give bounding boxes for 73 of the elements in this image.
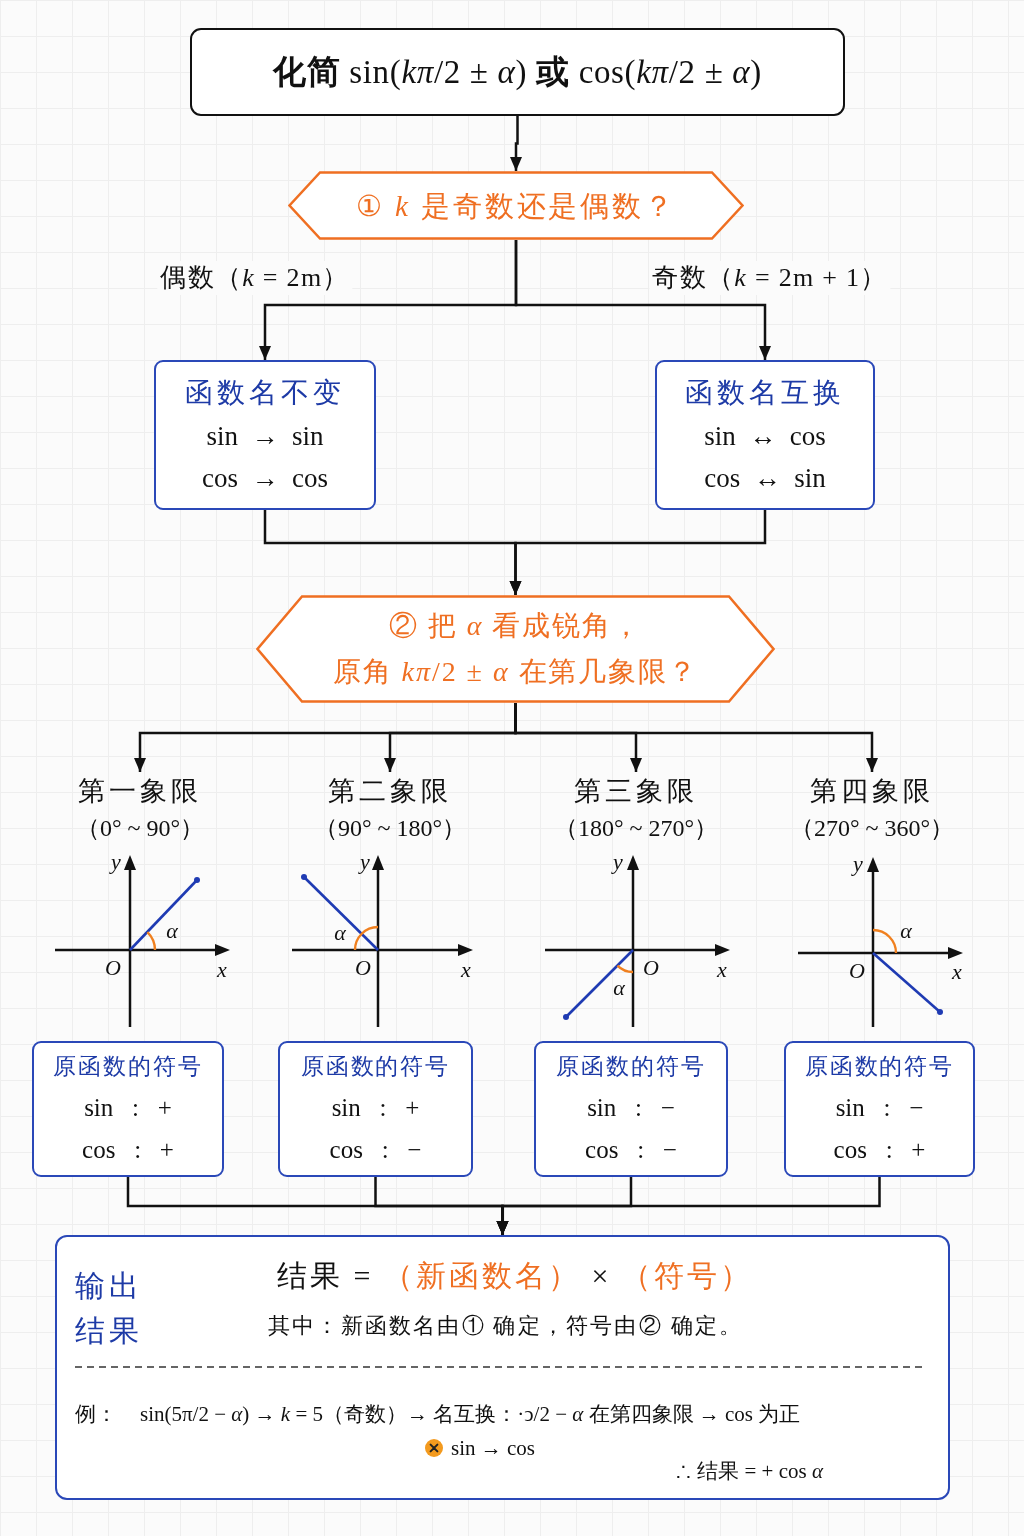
box-heading: 原函数的符号 <box>53 1053 203 1081</box>
rule-text: cos → cos <box>202 462 328 495</box>
question-text: 原角 kπ/2 ± α 在第几象限？ <box>332 655 699 689</box>
example-text: sin → cos <box>451 1435 535 1462</box>
decision-hexagon <box>256 595 775 703</box>
output-box <box>55 1235 950 1500</box>
box-heading: 函数名不变 <box>184 376 346 410</box>
start-box <box>190 28 845 116</box>
sign-rule: sin : − <box>587 1093 675 1123</box>
sign-rule: sin : + <box>84 1093 172 1123</box>
question-text: ① k 是奇数还是偶数？ <box>355 188 677 224</box>
process-box <box>655 360 875 510</box>
example-label: 例： <box>75 1401 117 1428</box>
rule-text: sin ↔ cos <box>704 420 826 453</box>
axis-label: y <box>613 851 623 873</box>
example-text: sin(5π/2 − α) → k = 5（奇数）→ 名互换：·ↄ/2 − α 在第四象限 → cos 为正 <box>140 1401 801 1428</box>
origin-label: O <box>105 957 121 979</box>
sign-box <box>784 1041 975 1177</box>
box-heading: 函数名互换 <box>684 376 846 410</box>
origin-label: O <box>643 957 659 979</box>
quadrant-title: 第四象限 <box>809 775 935 808</box>
process-box <box>154 360 376 510</box>
times-sign: × <box>591 1258 612 1294</box>
quadrant-title: 第二象限 <box>327 775 453 808</box>
formula-term: （符号） <box>621 1258 754 1294</box>
arrow <box>510 116 522 171</box>
formula-text: 结果 = <box>277 1258 374 1294</box>
box-heading: 原函数的符号 <box>556 1053 706 1081</box>
angle-label: α <box>900 920 912 942</box>
formula-term: （新函数名） <box>383 1258 582 1294</box>
axis-label: x <box>717 959 727 981</box>
axis-label: x <box>952 961 962 983</box>
arrow <box>514 703 878 772</box>
sign-rule: sin : − <box>835 1093 924 1123</box>
quadrant-title: 第三象限 <box>573 775 699 808</box>
sign-rule: sin : + <box>331 1093 420 1123</box>
axis-label: x <box>217 959 227 981</box>
sign-box <box>32 1041 224 1177</box>
rule-text: sin → sin <box>206 420 324 453</box>
sign-box <box>534 1041 728 1177</box>
angle-range: （90° ~ 180°） <box>313 814 467 843</box>
angle-label: α <box>334 922 346 944</box>
sign-rule: cos : + <box>82 1135 174 1165</box>
formula-text: 化简 sin(kπ/2 ± α) 或 cos(kπ/2 ± α) <box>273 52 762 92</box>
rule-text: cos ↔ sin <box>704 462 826 495</box>
arrow <box>496 1177 881 1235</box>
note-text: 其中：新函数名由① 确定，符号由② 确定。 <box>268 1313 744 1339</box>
quadrant-title: 第一象限 <box>77 775 203 808</box>
output-heading: 输出结果 <box>75 1268 144 1349</box>
question-text: ② 把 α 看成锐角， <box>388 609 643 643</box>
sign-rule: cos : − <box>585 1135 677 1165</box>
origin-label: O <box>849 960 865 982</box>
sign-box <box>278 1041 473 1177</box>
arrow <box>509 510 767 595</box>
box-heading: 原函数的符号 <box>300 1053 450 1081</box>
arrow <box>514 240 771 360</box>
box-heading: 原函数的符号 <box>804 1053 954 1081</box>
angle-range: （0° ~ 90°） <box>75 814 205 843</box>
axis-label: x <box>461 959 471 981</box>
edge-label: 奇数（k = 2m + 1） <box>649 261 891 295</box>
sign-rule: cos : − <box>329 1135 422 1165</box>
angle-range: （180° ~ 270°） <box>553 814 719 843</box>
sign-rule: cos : + <box>833 1135 926 1165</box>
axis-label: y <box>853 853 863 875</box>
origin-label: O <box>355 957 371 979</box>
edge-label: 偶数（k = 2m） <box>157 261 353 295</box>
conclusion-text: ∴ 结果 = + cos α <box>675 1458 823 1485</box>
angle-label: α <box>166 920 178 942</box>
decision-hexagon <box>288 171 744 240</box>
angle-range: （270° ~ 360°） <box>789 814 955 843</box>
axis-label: y <box>360 851 370 873</box>
angle-label: α <box>613 977 625 999</box>
axis-label: y <box>111 851 121 873</box>
